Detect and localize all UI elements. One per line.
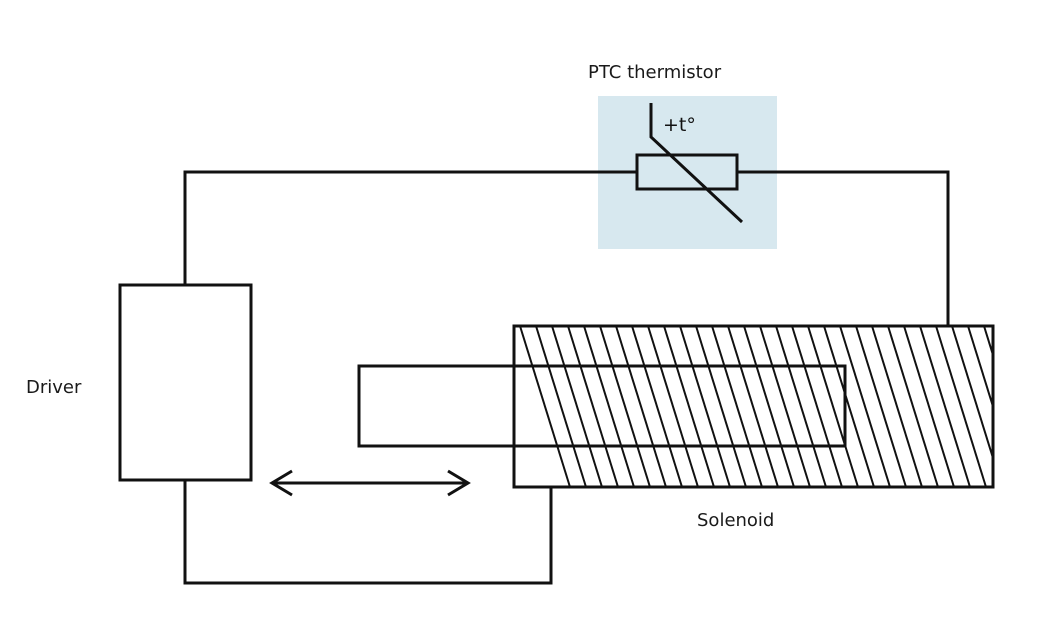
driver-label: Driver [26,377,82,398]
coil-winding-line [551,326,603,487]
coil-winding-line [823,326,875,487]
coil-winding-line [711,326,763,487]
coil-winding-line [599,326,651,487]
coil-winding-line [567,326,619,487]
ptc-thermistor-label: PTC thermistor [588,62,722,83]
ptc-thermistor-resistor [635,153,739,191]
solenoid-coil [512,324,995,489]
coil-winding-line [935,326,987,487]
coil-winding-line [631,326,683,487]
coil-winding-line [903,326,955,487]
coil-winding-line [647,326,699,487]
coil-winding-line [663,326,715,487]
wire-top-right [737,170,950,326]
coil-winding-line [519,326,571,487]
ptc-temperature-symbol: +t° [663,114,696,136]
plunger-cover-left [360,367,513,445]
coil-winding-line [615,326,667,487]
solenoid-label: Solenoid [697,510,775,531]
double-arrow-icon [269,469,471,497]
driver-box [118,283,253,482]
coil-winding-line [887,326,939,487]
coil-winding-line [775,326,827,487]
coil-winding-line [1000,326,1050,487]
ptc-thermistor-slash [649,103,744,224]
coil-winding-line [919,326,971,487]
coil-winding-line [695,326,747,487]
coil-winding-line [535,326,587,487]
coil-winding-line [855,326,907,487]
coil-winding-line [743,326,795,487]
coil-winding-line [807,326,859,487]
solenoid-coil-hatching [519,326,1050,487]
coil-winding-line [727,326,779,487]
coil-winding-line [583,326,635,487]
coil-winding-line [967,326,993,410]
coil-winding-line [759,326,811,487]
wire-top-left [183,170,637,285]
coil-winding-line [951,326,993,462]
coil-winding-line [839,326,891,487]
solenoid-plunger [357,364,847,448]
wire-bottom [183,480,553,585]
coil-winding-line [871,326,923,487]
coil-winding-line [791,326,843,487]
coil-winding-line [679,326,731,487]
